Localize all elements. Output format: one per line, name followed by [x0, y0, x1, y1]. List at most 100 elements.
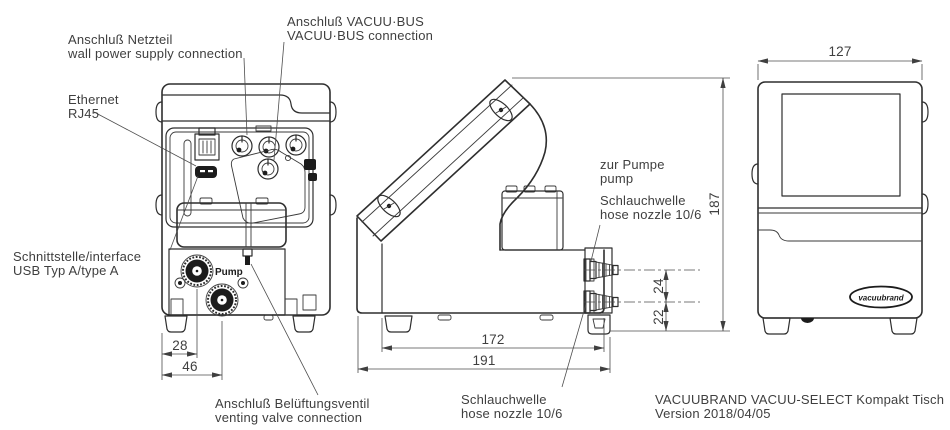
back-curve: [499, 103, 548, 251]
foot: [292, 315, 316, 333]
front-bottom-port: [801, 318, 814, 324]
label-usb-de: Schnittstelle/interface: [13, 249, 141, 264]
rj45-tab: [198, 127, 216, 136]
dim-height: 187: [707, 192, 722, 215]
rear-view: Pump 28 46: [155, 83, 337, 380]
connector-recess-panel: [165, 127, 314, 228]
vacuubus-connector-1: [231, 135, 253, 157]
logo-text: vacuubrand: [858, 294, 904, 303]
vacuubus-connector-4: [257, 158, 279, 180]
brand-logo: vacuubrand: [849, 285, 913, 309]
dimension-172: 172: [381, 318, 605, 352]
rj45-body: [194, 133, 220, 161]
footer-version: Version 2018/04/05: [655, 406, 771, 421]
cover-tab: [255, 197, 269, 205]
pump-module: [501, 185, 564, 251]
leader-usb: [169, 175, 199, 251]
leader-ethernet: [93, 111, 197, 167]
label-to-pump-de: zur Pumpe: [600, 157, 665, 172]
usb-type-a-port: [195, 166, 217, 178]
dimension-46: 46: [161, 359, 223, 378]
foot: [164, 315, 188, 333]
hose-port-1: [180, 254, 214, 288]
vacuubus-connector-3: [285, 134, 307, 156]
rear-side-tabs: [155, 101, 337, 216]
rj45-inner: [198, 138, 216, 156]
dim-port1-offset: 28: [172, 338, 187, 353]
annotations: Anschluß Netzteil wall power supply conn…: [13, 14, 944, 425]
dim-total-depth: 191: [472, 353, 495, 368]
cover-outline: [176, 202, 287, 248]
hose-port-2: [205, 283, 239, 317]
panel-top-tab: [255, 125, 272, 132]
leader-hose-side: [590, 224, 601, 262]
venting-tube: [245, 203, 252, 248]
slab-screw-1: [377, 194, 401, 218]
base-pad: [437, 314, 452, 321]
leader-venting: [250, 263, 319, 396]
body-bracket: [302, 294, 317, 311]
cover-tab: [199, 197, 213, 205]
body-profile: [356, 217, 605, 314]
panel-screw: [284, 154, 292, 162]
footer-title: VACUUBRAND VACUU-SELECT Kompakt Tisch: [655, 392, 944, 407]
label-venting-en: venting valve connection: [215, 410, 362, 425]
slab-screw-2: [489, 98, 513, 122]
label-hose-bottom-en: hose nozzle 10/6: [461, 406, 563, 421]
leader-hose-bottom: [561, 303, 587, 388]
label-power-de: Anschluß Netzteil: [68, 32, 173, 47]
usb-housing: [195, 166, 217, 178]
ethernet-rj45-port: [194, 127, 220, 161]
label-usb-en: USB Typ A/type A: [13, 263, 119, 278]
dim-nozzle-pitch: 24: [651, 278, 666, 294]
pump-port-label: Pump: [215, 267, 243, 278]
panel-screws: [174, 277, 249, 289]
dimension-22: 22: [610, 301, 730, 332]
dimension-191: 191: [357, 316, 611, 373]
foot: [384, 315, 413, 333]
rj45-pins: [202, 140, 212, 154]
dimension-127: 127: [757, 44, 923, 80]
foot: [889, 317, 918, 335]
label-vacuubus-en: VACUU·BUS connection: [287, 28, 433, 43]
side-view: 24 22 187 172 191: [356, 77, 730, 373]
front-side-tabs: [751, 101, 929, 215]
label-hose-side-de: Schlauchwelle: [600, 193, 686, 208]
base-seam: [758, 229, 922, 242]
front-view: 127 vacuubrand: [751, 44, 929, 335]
dim-front-width: 127: [828, 44, 851, 59]
leader-lines: [93, 41, 601, 396]
label-hose-side-en: hose nozzle 10/6: [600, 207, 702, 222]
label-to-pump-en: pump: [600, 171, 633, 186]
venting-valve-nozzle: [242, 248, 253, 265]
mid-cover-box: [176, 197, 287, 248]
panel-side-slot: [183, 139, 192, 217]
label-vacuubus-de: Anschluß VACUU·BUS: [287, 14, 424, 29]
label-rj45: RJ45: [68, 106, 99, 121]
label-power-en: wall power supply connection: [67, 46, 243, 61]
dim-nozzle-bottom: 22: [651, 309, 666, 324]
label-venting-de: Anschluß Belüftungsventil: [215, 396, 370, 411]
panel-cutout-left: [170, 298, 184, 316]
usb-contact: [200, 170, 205, 173]
usb-contact: [208, 170, 213, 173]
dimension-187: 187: [512, 77, 730, 332]
dimension-24: 24: [651, 269, 669, 303]
dimension-28: 28: [161, 289, 223, 380]
front-body-outline: [757, 81, 923, 319]
label-hose-bottom-de: Schlauchwelle: [461, 392, 547, 407]
label-ethernet: Ethernet: [68, 92, 119, 107]
side-connector-block: [304, 159, 316, 170]
connector-mount-plate: [230, 148, 306, 224]
display-screen: [781, 93, 901, 197]
dim-port2-offset: 46: [182, 359, 197, 374]
dim-base-depth: 172: [481, 332, 504, 347]
base-pad: [539, 314, 554, 321]
display-slab-seams: [361, 84, 524, 237]
foot: [762, 317, 791, 335]
nozzle-centerlines: [584, 269, 700, 303]
side-connector-block-small: [308, 173, 317, 181]
leader-vacuubus: [273, 41, 285, 161]
